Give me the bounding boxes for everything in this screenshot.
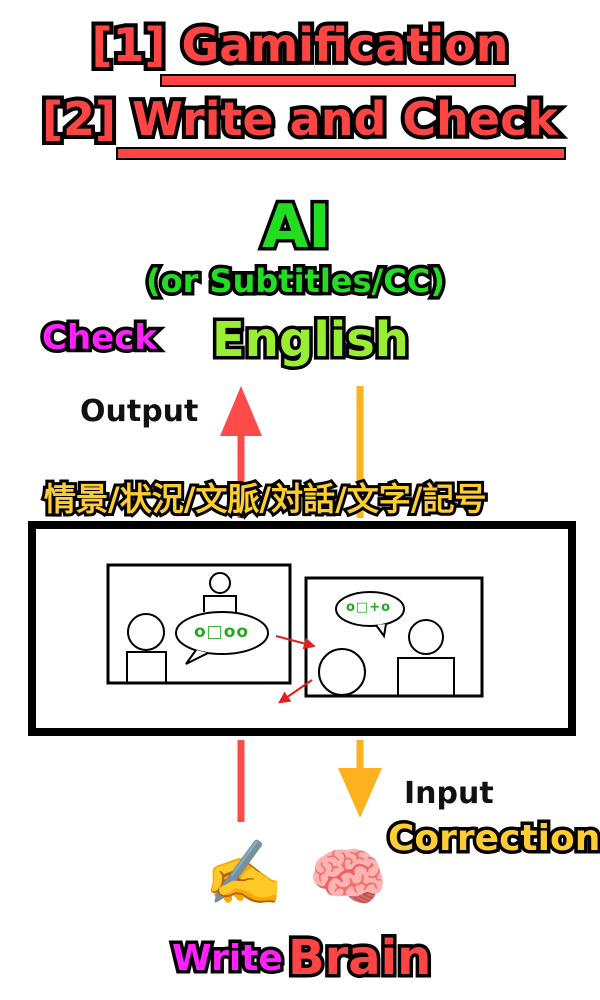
context-label: 情景/状況/文脈/対話/文字/記号 [41, 477, 489, 521]
title-1-text: Gamification [178, 14, 513, 76]
output-label: Output [80, 394, 199, 429]
title-line-1: [1] Gamification [0, 14, 600, 76]
writing-hand-icon: ✍️ [204, 837, 284, 911]
brain-label: Brain [284, 927, 434, 990]
input-label: Input [404, 776, 494, 811]
title-2-text: Write and Check [128, 88, 562, 150]
title-1-underline [160, 74, 516, 87]
brain-icon: 🧠 [308, 841, 388, 915]
title-1-number: [1] [87, 14, 169, 76]
left-scene [106, 563, 292, 685]
dialogue-arrow-left [278, 679, 313, 704]
correction-label: Correction [384, 815, 600, 863]
title-2-underline [116, 147, 566, 160]
right-bubble-text: o□+o [346, 600, 392, 615]
title-2-number: [2] [38, 88, 120, 150]
title-line-2: [2] Write and Check [0, 88, 600, 150]
check-label: Check [39, 315, 161, 362]
right-scene [304, 576, 484, 698]
input-arrow [338, 386, 382, 818]
left-bubble-text: o□oo [194, 622, 250, 642]
dialogue-arrow-right [275, 635, 316, 650]
ai-label: AI [259, 189, 335, 266]
ai-alternative-label: (or Subtitles/CC) [143, 259, 449, 304]
write-label: Write [169, 935, 287, 983]
english-label: English [209, 309, 413, 372]
output-arrow [220, 386, 262, 822]
